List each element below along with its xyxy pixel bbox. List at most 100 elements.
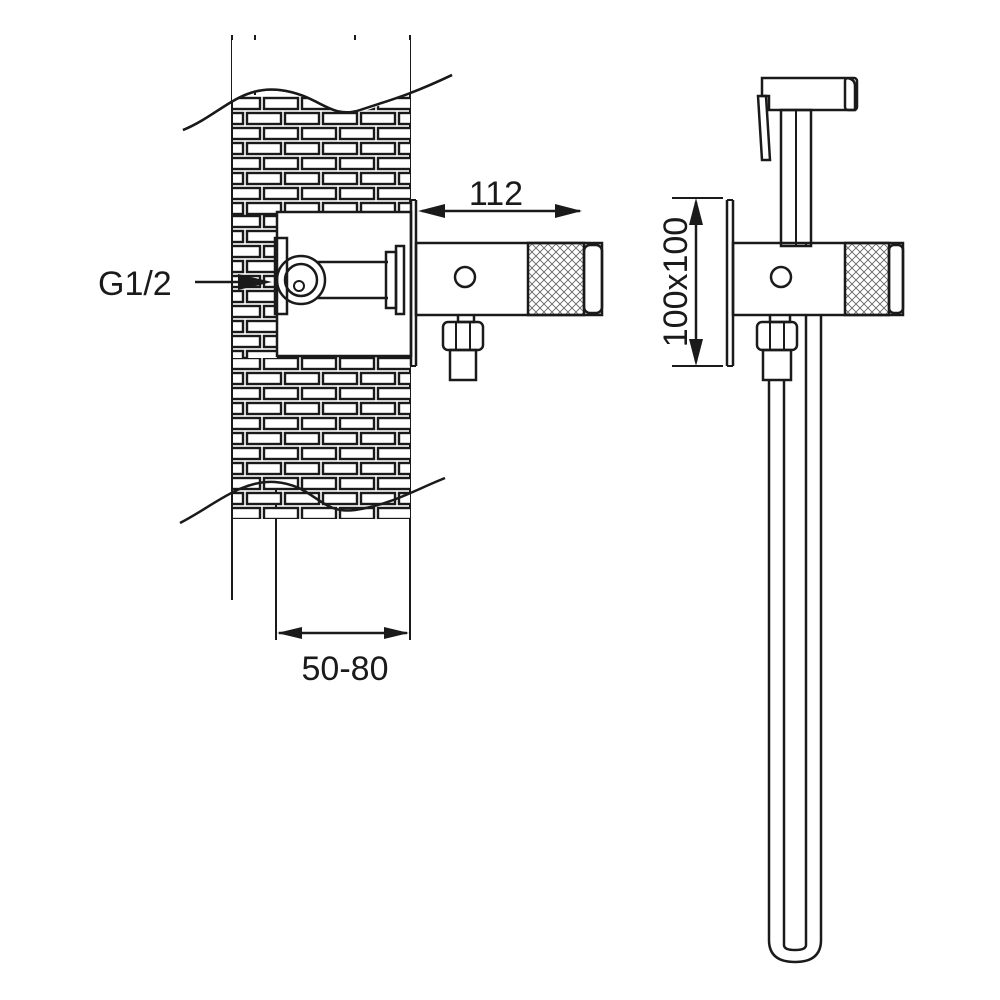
- installation-box: [275, 210, 413, 358]
- brick-hatch-lower: [233, 356, 450, 519]
- brick: [233, 259, 245, 274]
- brick: [300, 446, 338, 461]
- brick: [233, 446, 262, 461]
- brick: [262, 214, 277, 229]
- brick: [376, 446, 410, 461]
- brick: [245, 171, 283, 186]
- brick: [416, 218, 450, 229]
- brick: [397, 401, 410, 416]
- brick: [338, 416, 376, 431]
- shower-hose: [767, 243, 823, 964]
- brick: [321, 141, 359, 156]
- valve-screw-hole: [769, 265, 793, 289]
- brick: [245, 289, 277, 304]
- brick: [262, 356, 300, 371]
- brick: [300, 476, 338, 491]
- front-view: 100x100: [657, 76, 905, 964]
- brick: [283, 141, 321, 156]
- brick: [338, 476, 376, 491]
- brick: [416, 418, 450, 429]
- brick: [397, 201, 410, 216]
- break-line-top-fill: [232, 40, 410, 113]
- dimension-wall-depth: 50-80: [277, 627, 409, 688]
- brick: [338, 186, 376, 201]
- brick: [262, 96, 300, 111]
- brick: [245, 349, 277, 358]
- brick: [245, 201, 283, 216]
- dimension-thread: G1/2: [98, 265, 272, 303]
- brick: [283, 111, 321, 126]
- brick: [397, 431, 410, 446]
- brick: [233, 201, 245, 216]
- brick: [397, 461, 410, 476]
- brick: [359, 141, 397, 156]
- thread-label: G1/2: [98, 265, 172, 303]
- brick: [416, 158, 450, 169]
- brick: [233, 229, 245, 244]
- valve-body-side: [414, 241, 604, 382]
- brick: [245, 431, 283, 446]
- brick: [321, 111, 359, 126]
- brick: [233, 334, 262, 349]
- break-line-bottom: [179, 476, 446, 525]
- brick: [300, 356, 338, 371]
- brick: [300, 126, 338, 141]
- brick: [359, 401, 397, 416]
- plate-size-label: 100x100: [657, 217, 695, 347]
- brick: [376, 356, 410, 371]
- brick: [245, 229, 277, 244]
- brick: [300, 186, 338, 201]
- brick: [245, 491, 283, 506]
- brick: [262, 186, 300, 201]
- brick: [359, 171, 397, 186]
- brick: [233, 126, 262, 141]
- brick: [397, 141, 410, 156]
- brick: [416, 188, 450, 199]
- brick: [262, 126, 300, 141]
- brick: [245, 401, 283, 416]
- brick: [233, 244, 262, 259]
- brick: [397, 171, 410, 186]
- brick: [283, 371, 321, 386]
- brick: [338, 156, 376, 171]
- brick: [233, 111, 245, 126]
- brick: [283, 431, 321, 446]
- knurled-handle: [526, 241, 586, 317]
- brick: [262, 334, 277, 349]
- brick: [245, 141, 283, 156]
- brick: [416, 508, 450, 519]
- brick: [233, 214, 262, 229]
- brick: [283, 491, 321, 506]
- brick: [262, 156, 300, 171]
- hand-shower: [756, 76, 859, 248]
- dimension-plate-size: 100x100: [657, 197, 723, 367]
- brick: [233, 371, 245, 386]
- brick: [321, 461, 359, 476]
- inner-connector: [273, 236, 406, 316]
- brick: [376, 186, 410, 201]
- brick: [300, 156, 338, 171]
- brick: [397, 111, 410, 126]
- brick: [397, 371, 410, 386]
- brick: [376, 416, 410, 431]
- brick: [245, 461, 283, 476]
- brick: [233, 416, 262, 431]
- knurled-handle: [843, 241, 891, 317]
- valve-body-front: [731, 241, 905, 382]
- brick: [262, 506, 300, 519]
- dimension-112-label: 112: [469, 175, 523, 213]
- brick: [376, 156, 410, 171]
- valve-screw-hole: [453, 265, 477, 289]
- brick: [416, 358, 450, 369]
- brick: [338, 126, 376, 141]
- brick-hatch-upper: [233, 96, 450, 229]
- brick: [359, 431, 397, 446]
- wall-depth-label: 50-80: [302, 650, 389, 688]
- brick: [283, 461, 321, 476]
- brick: [233, 349, 245, 358]
- brick: [283, 171, 321, 186]
- brick: [233, 186, 262, 201]
- brick: [233, 461, 245, 476]
- brick: [262, 386, 300, 401]
- brick: [321, 401, 359, 416]
